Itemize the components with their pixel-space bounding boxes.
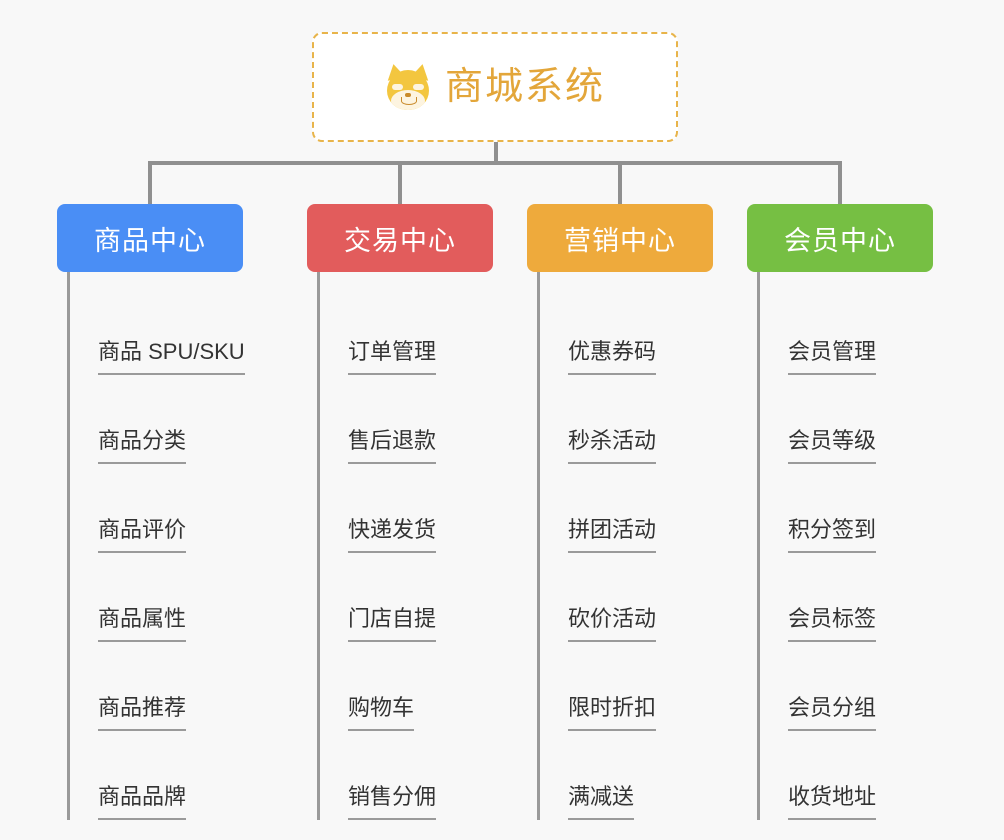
shiba-inu-dog-face-icon [384, 62, 432, 110]
leaf-node-label: 满减送 [568, 784, 635, 820]
leaf-node-label: 订单管理 [348, 339, 437, 375]
leaf-node[interactable]: 秒杀活动 [568, 375, 713, 464]
leaf-node-label: 商品评价 [98, 517, 187, 553]
branch-items-product-center: 商品 SPU/SKU 商品分类商品评价商品属性商品推荐商品品牌 [67, 272, 245, 820]
branch-items-member-center: 会员管理会员等级积分签到会员标签会员分组收货地址 [757, 272, 933, 820]
branch-header-member-center[interactable]: 会员中心 [747, 204, 933, 272]
leaf-node-label: 拼团活动 [568, 517, 657, 553]
connector-horizontal-bus [148, 161, 840, 165]
leaf-node[interactable]: 商品推荐 [98, 642, 243, 731]
leaf-node[interactable]: 商品评价 [98, 464, 243, 553]
leaf-node-label: 售后退款 [348, 428, 437, 464]
leaf-node-label: 商品品牌 [98, 784, 187, 820]
leaf-node[interactable]: 积分签到 [788, 464, 933, 553]
leaf-node-label: 商品属性 [98, 606, 187, 642]
leaf-node[interactable]: 满减送 [568, 731, 713, 820]
branch-header-trade-center[interactable]: 交易中心 [307, 204, 493, 272]
leaf-node[interactable]: 会员管理 [788, 286, 933, 375]
connector-root-stem [494, 142, 498, 163]
leaf-node-label: 门店自提 [348, 606, 437, 642]
connector-drop-trade-center [398, 161, 402, 204]
branch-header-label: 营销中心 [564, 225, 676, 256]
leaf-node[interactable]: 商品品牌 [98, 731, 243, 820]
leaf-node[interactable]: 快递发货 [348, 464, 493, 553]
leaf-node-label: 商品推荐 [98, 695, 187, 731]
root-node-title: 商城系统 [444, 66, 605, 108]
leaf-node[interactable]: 销售分佣 [348, 731, 493, 820]
leaf-node[interactable]: 收货地址 [788, 731, 933, 820]
leaf-node-label: 会员等级 [788, 428, 877, 464]
leaf-node-label: 商品分类 [98, 428, 187, 464]
connector-drop-marketing-center [618, 161, 622, 204]
branch-items-marketing-center: 优惠券码秒杀活动拼团活动砍价活动限时折扣满减送 [537, 272, 713, 820]
leaf-node-label: 会员分组 [788, 695, 877, 731]
leaf-node-label: 购物车 [348, 695, 415, 731]
connector-drop-product-center [148, 161, 152, 204]
root-node-shop-system[interactable]: 商城系统 [312, 32, 678, 142]
branch-header-label: 交易中心 [344, 225, 456, 256]
leaf-node-label: 限时折扣 [568, 695, 657, 731]
leaf-node[interactable]: 商品分类 [98, 375, 243, 464]
branch-items-trade-center: 订单管理售后退款快递发货门店自提购物车销售分佣 [317, 272, 493, 820]
branch-column-product-center: 商品中心商品 SPU/SKU 商品分类商品评价商品属性商品推荐商品品牌 [57, 204, 245, 820]
leaf-node[interactable]: 优惠券码 [568, 286, 713, 375]
leaf-node[interactable]: 会员分组 [788, 642, 933, 731]
branch-header-marketing-center[interactable]: 营销中心 [527, 204, 713, 272]
leaf-node[interactable]: 会员标签 [788, 553, 933, 642]
leaf-node[interactable]: 砍价活动 [568, 553, 713, 642]
leaf-node[interactable]: 拼团活动 [568, 464, 713, 553]
leaf-node-label: 销售分佣 [348, 784, 437, 820]
branch-column-trade-center: 交易中心订单管理售后退款快递发货门店自提购物车销售分佣 [307, 204, 493, 820]
leaf-node-label: 快递发货 [348, 517, 437, 553]
branch-header-label: 会员中心 [784, 225, 896, 256]
leaf-node-label: 会员管理 [788, 339, 877, 375]
branch-column-member-center: 会员中心会员管理会员等级积分签到会员标签会员分组收货地址 [747, 204, 933, 820]
branch-header-label: 商品中心 [94, 225, 206, 256]
leaf-node[interactable]: 会员等级 [788, 375, 933, 464]
leaf-node[interactable]: 门店自提 [348, 553, 493, 642]
leaf-node[interactable]: 订单管理 [348, 286, 493, 375]
leaf-node-label: 商品 SPU/SKU [98, 339, 245, 375]
leaf-node-label: 砍价活动 [568, 606, 657, 642]
leaf-node[interactable]: 售后退款 [348, 375, 493, 464]
leaf-node[interactable]: 商品 SPU/SKU [98, 286, 245, 375]
leaf-node[interactable]: 购物车 [348, 642, 493, 731]
connector-drop-member-center [838, 161, 842, 204]
leaf-node-label: 会员标签 [788, 606, 877, 642]
leaf-node[interactable]: 限时折扣 [568, 642, 713, 731]
branch-header-product-center[interactable]: 商品中心 [57, 204, 243, 272]
leaf-node-label: 秒杀活动 [568, 428, 657, 464]
leaf-node-label: 积分签到 [788, 517, 877, 553]
leaf-node-label: 收货地址 [788, 784, 877, 820]
leaf-node[interactable]: 商品属性 [98, 553, 243, 642]
branch-column-marketing-center: 营销中心优惠券码秒杀活动拼团活动砍价活动限时折扣满减送 [527, 204, 713, 820]
leaf-node-label: 优惠券码 [568, 339, 657, 375]
